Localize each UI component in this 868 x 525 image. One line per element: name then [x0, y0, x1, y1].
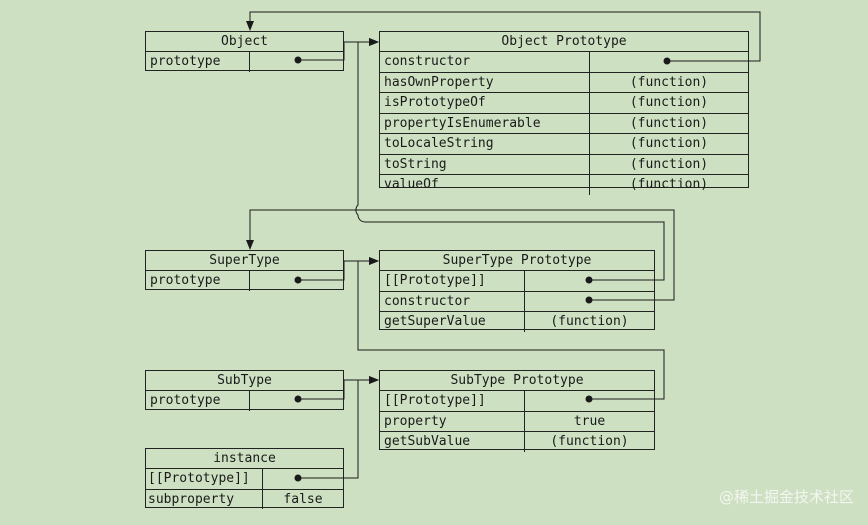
pointer-dot	[294, 56, 302, 64]
row-value: (function)	[629, 115, 709, 131]
row-key: prototype	[146, 271, 250, 291]
row-value: false	[283, 491, 323, 507]
table-row: constructor	[380, 52, 748, 73]
pointer-dot	[663, 57, 671, 65]
row-value: (function)	[629, 74, 709, 90]
row-key: propertyIsEnumerable	[380, 113, 590, 133]
subtype-proto-chain-link	[357, 257, 665, 400]
row-value: (function)	[629, 156, 709, 172]
table-row: getSubValue (function)	[380, 432, 654, 452]
subtype-box: SubType prototype	[145, 370, 344, 411]
row-key: toString	[380, 154, 590, 174]
table-row: isPrototypeOf (function)	[380, 93, 748, 114]
object-prototype-box: Object Prototype constructor hasOwnPrope…	[379, 31, 749, 195]
row-key: [[Prototype]]	[380, 391, 525, 411]
row-key: valueOf	[380, 175, 590, 195]
table-row: propertyIsEnumerable (function)	[380, 113, 748, 134]
pointer-dot	[294, 276, 302, 284]
subtype-prototype-box: SubType Prototype [[Prototype]] property…	[379, 370, 655, 452]
supertype-constructor-link	[246, 209, 675, 301]
row-key: [[Prototype]]	[380, 271, 525, 291]
subtype-prototype-link	[298, 376, 379, 400]
supertype-box: SuperType prototype	[145, 250, 344, 291]
row-value: (function)	[550, 314, 629, 329]
pointer-dot	[585, 296, 593, 304]
supertype-proto-chain-link	[355, 38, 665, 281]
row-key: isPrototypeOf	[380, 93, 590, 113]
object-constructor-link	[246, 11, 761, 62]
table-row: toLocaleString (function)	[380, 134, 748, 155]
row-key: subproperty	[146, 489, 263, 509]
table-row: constructor	[380, 291, 654, 312]
table-row: subproperty false	[146, 489, 343, 509]
supertype-title: SuperType	[146, 251, 343, 271]
pointer-dot	[294, 395, 302, 403]
row-key: property	[380, 411, 525, 431]
row-key: constructor	[380, 291, 525, 311]
table-row: property true	[380, 411, 654, 432]
watermark: @稀土掘金技术社区	[718, 488, 854, 506]
subtype-row-prototype: prototype	[146, 391, 343, 411]
object-prototype-link	[298, 38, 379, 61]
row-key: prototype	[146, 391, 250, 411]
table-row: [[Prototype]]	[380, 391, 654, 412]
table-row: getSuperValue (function)	[380, 312, 654, 332]
row-key: getSuperValue	[380, 312, 525, 332]
object-box: Object prototype	[145, 31, 344, 72]
instance-title: instance	[146, 449, 343, 469]
row-value: true	[573, 413, 606, 429]
row-value: (function)	[629, 177, 709, 192]
pointer-dot	[585, 276, 593, 284]
supertype-prototype-link	[298, 257, 379, 281]
pointer-dot	[585, 395, 593, 403]
instance-proto-chain-link	[298, 376, 379, 479]
subtype-title: SubType	[146, 371, 343, 391]
supertype-prototype-title: SuperType Prototype	[380, 251, 654, 271]
row-key: toLocaleString	[380, 134, 590, 154]
row-key: [[Prototype]]	[146, 469, 263, 489]
object-prototype-title: Object Prototype	[380, 32, 748, 52]
row-value: (function)	[629, 95, 709, 110]
table-row: hasOwnProperty (function)	[380, 72, 748, 93]
object-title: Object	[146, 32, 343, 52]
supertype-prototype-box: SuperType Prototype [[Prototype]] constr…	[379, 250, 655, 332]
supertype-row-prototype: prototype	[146, 271, 343, 291]
row-key: constructor	[380, 52, 590, 72]
row-value: (function)	[629, 136, 709, 151]
table-row: valueOf (function)	[380, 175, 748, 195]
object-row-prototype: prototype	[146, 52, 343, 72]
row-key: prototype	[146, 52, 250, 72]
row-key: hasOwnProperty	[380, 72, 590, 92]
subtype-prototype-title: SubType Prototype	[380, 371, 654, 391]
table-row: [[Prototype]]	[146, 469, 343, 490]
instance-box: instance [[Prototype]] subproperty false	[145, 448, 344, 509]
pointer-dot	[294, 474, 302, 482]
table-row: toString (function)	[380, 154, 748, 175]
row-key: getSubValue	[380, 432, 525, 452]
row-value: (function)	[550, 434, 629, 449]
table-row: [[Prototype]]	[380, 271, 654, 292]
